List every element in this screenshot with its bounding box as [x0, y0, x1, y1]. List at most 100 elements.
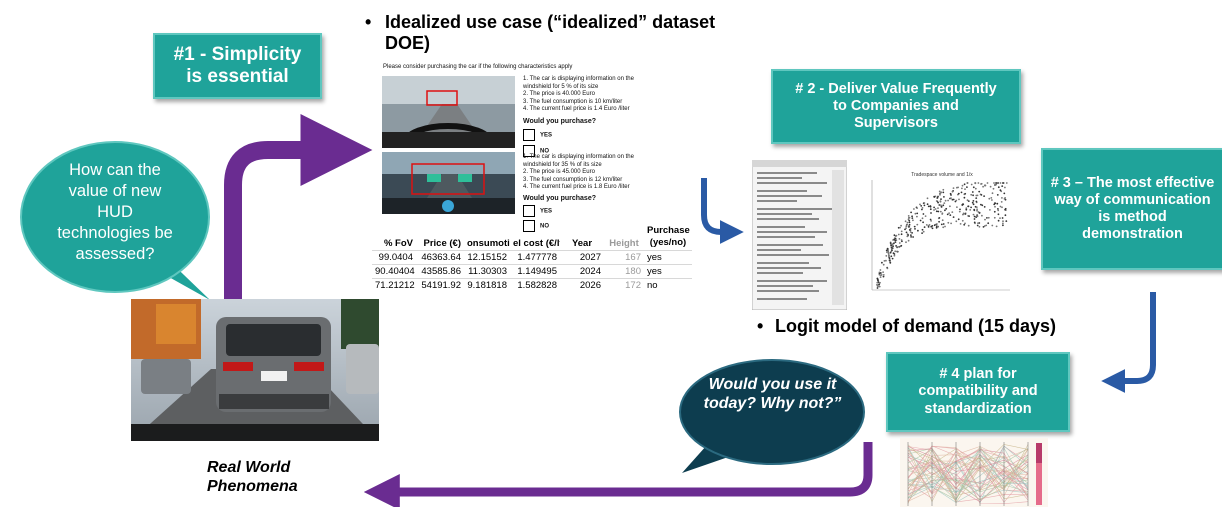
scatter-point: [951, 198, 954, 201]
yes-checkbox[interactable]: [523, 129, 535, 141]
scatter-point: [936, 223, 938, 225]
scatter-point: [987, 222, 990, 225]
scatter-point: [898, 242, 901, 244]
scatter-point: [907, 234, 910, 236]
no-checkbox[interactable]: [523, 220, 535, 232]
scatter-point: [941, 212, 944, 215]
scatter-point: [879, 269, 882, 271]
scatter-point: [1004, 186, 1006, 189]
scatter-point: [945, 207, 948, 210]
scatter-point: [1003, 198, 1006, 200]
scatter-point: [973, 218, 976, 220]
scatter-point: [916, 223, 919, 226]
no-checkbox[interactable]: [523, 145, 535, 157]
scatter-point: [889, 262, 892, 264]
scatter-point: [1000, 201, 1003, 203]
scatter-point: [986, 217, 988, 219]
parallel-coordinates-line: [907, 448, 1029, 501]
scenario-2-question: Would you purchase?: [523, 194, 596, 202]
scatter-point: [981, 204, 984, 207]
scatter-point: [939, 210, 942, 213]
scatter-point: [938, 220, 940, 223]
scatter-point: [904, 228, 906, 231]
scatter-point: [924, 215, 927, 217]
scatter-point: [984, 184, 987, 187]
scatter-point: [930, 212, 932, 214]
scatter-point: [972, 200, 975, 202]
table-cell: yes: [644, 263, 692, 278]
scenario-1-line-2: 2. The price is 40.000 Euro: [523, 91, 595, 97]
scatter-point: [876, 281, 879, 284]
scatter-point: [899, 226, 901, 229]
scenario-2-line-2: 2. The price is 45.000 Euro: [523, 169, 595, 175]
scatter-point: [961, 184, 964, 187]
scatter-point: [948, 212, 950, 214]
scenario-1-no-option[interactable]: NO: [523, 145, 648, 157]
scenario-1-yes-option[interactable]: YES: [523, 129, 648, 141]
scatter-point: [961, 187, 963, 190]
scatter-point: [900, 239, 903, 241]
logit-bullet-text: Logit model of demand (15 days): [775, 316, 1057, 336]
scatter-point: [893, 253, 896, 255]
scatter-point: [982, 226, 985, 228]
scatter-point: [894, 241, 897, 243]
table-cell: 90.40404: [372, 263, 416, 278]
scatter-point: [975, 216, 978, 218]
scatter-point: [964, 192, 967, 195]
scatter-point: [908, 229, 911, 231]
scatter-point: [891, 244, 894, 247]
scatter-point: [935, 200, 938, 202]
scatter-point: [988, 197, 991, 200]
scatter-point: [942, 223, 945, 225]
scatter-point: [963, 196, 966, 199]
scatter-point: [997, 208, 999, 210]
scatter-point: [999, 182, 1002, 184]
parallel-coordinates-line: [907, 446, 1029, 500]
scatter-point: [991, 192, 994, 195]
scatter-point: [1002, 220, 1004, 223]
yes-checkbox[interactable]: [523, 205, 535, 217]
scatter-point: [919, 203, 921, 206]
scatter-point: [910, 236, 912, 238]
scatter-point: [978, 212, 981, 214]
scatter-point: [891, 257, 894, 260]
scatter-point: [937, 207, 939, 209]
scatter-point: [898, 238, 901, 240]
tradespace-scatter: Tradespace volume and 1/x: [852, 165, 1017, 310]
scatter-point: [944, 209, 946, 212]
scatter-point: [914, 212, 917, 215]
scenario-2-list: 1. The car is displaying information on …: [523, 154, 648, 232]
scatter-point: [923, 204, 926, 207]
table-cell: 11.30303: [464, 263, 510, 278]
scatter-point: [972, 194, 974, 197]
scatter-point: [880, 272, 882, 274]
scatter-point: [926, 203, 929, 206]
scatter-point: [910, 211, 912, 214]
scatter-point: [885, 255, 888, 257]
scatter-point: [991, 224, 994, 227]
scenario-2-yes-option[interactable]: YES: [523, 205, 648, 217]
scenario-1-line-3: 3. The fuel consumption is 10 km/liter: [523, 98, 623, 105]
scatter-point: [935, 226, 938, 229]
scatter-point: [984, 218, 986, 221]
scatter-point: [981, 214, 983, 217]
scatter-point: [967, 205, 969, 208]
parallel-coordinates-line: [907, 445, 1029, 505]
scatter-point: [931, 225, 934, 227]
scatter-point: [893, 242, 895, 245]
scenario-2-line-4: 4. The current fuel price is 1.8 Euro /l…: [523, 184, 630, 190]
scenario-1-question: Would you purchase?: [523, 117, 596, 125]
table-header-row: % FoV Price (€) onsumotion el cost (€/lt…: [372, 222, 692, 250]
scatter-point: [886, 267, 889, 270]
scatter-point: [929, 208, 932, 211]
scatter-point: [879, 276, 882, 278]
scatter-point: [916, 212, 919, 215]
scatter-point: [997, 186, 1000, 189]
scatter-point: [926, 197, 929, 200]
table-header-cell: Height: [609, 237, 639, 249]
scenario-2-no-option[interactable]: NO: [523, 220, 648, 232]
scatter-point: [956, 186, 958, 189]
table-header-cell: onsumotion: [467, 237, 510, 249]
scatter-point: [1001, 197, 1003, 199]
scatter-point: [925, 224, 928, 226]
